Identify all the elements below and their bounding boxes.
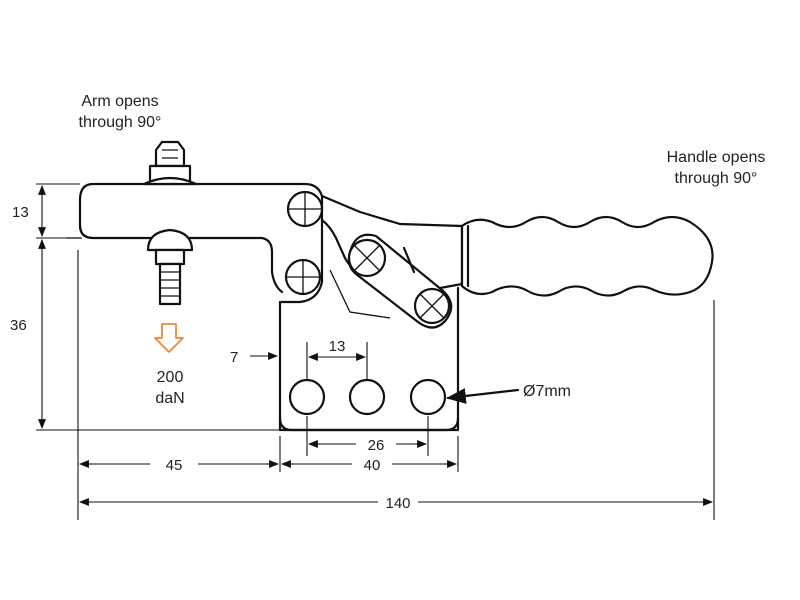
handle-opens-label-line2: through 90°	[675, 170, 758, 187]
arm-opens-label-line1: Arm opens	[81, 93, 158, 110]
hole-diameter-label: Ø7mm	[523, 383, 571, 400]
dim-body-height: 36	[10, 317, 27, 334]
pivot-pin-link	[347, 238, 387, 278]
arm-opens-label-line2: through 90°	[79, 114, 162, 131]
dim-hole-span: 26	[368, 437, 385, 454]
handle-grip	[460, 215, 714, 297]
force-unit-label: daN	[155, 390, 184, 407]
dim-base-width: 40	[364, 457, 381, 474]
clamp-body	[66, 140, 714, 432]
force-arrow-icon	[154, 323, 184, 353]
clamp-spindle	[142, 140, 198, 306]
handle-opens-label-line1: Handle opens	[667, 149, 766, 166]
pivot-pin-bottom	[284, 258, 322, 296]
mounting-hole-2	[348, 378, 386, 416]
mounting-hole-1	[288, 378, 326, 416]
force-value-label: 200	[157, 369, 184, 386]
dimension-lines	[36, 183, 715, 520]
dim-overall-length: 140	[385, 495, 410, 512]
pivot-pin-top	[286, 190, 324, 228]
mounting-hole-3	[409, 378, 447, 416]
dim-hole-pitch-top: 13	[329, 338, 346, 355]
dim-hole-edge-offset: 7	[230, 349, 238, 366]
dim-spindle-to-base: 45	[166, 457, 183, 474]
dim-arm-height: 13	[12, 204, 29, 221]
pivot-pin-handle	[413, 287, 451, 325]
